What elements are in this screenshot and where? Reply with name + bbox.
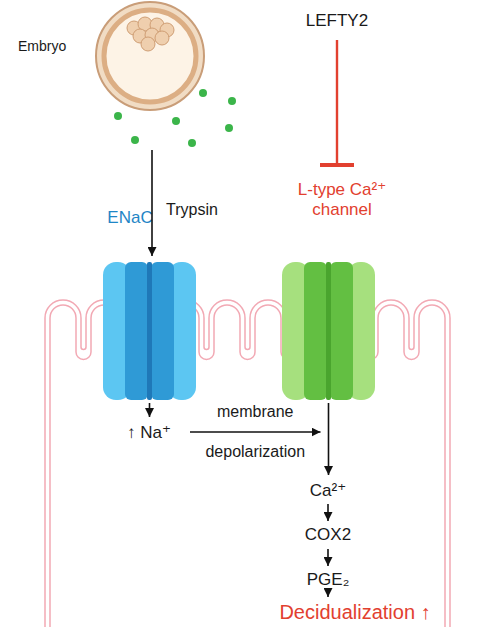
flow-arrow xyxy=(327,504,329,521)
trypsin-dot xyxy=(228,97,236,105)
mediator-label: PGE₂ xyxy=(293,568,363,592)
node-text: PGE₂ xyxy=(307,570,350,590)
channel-subunit xyxy=(304,262,327,400)
node-text: Decidualization ↑ xyxy=(279,601,430,624)
channel-subunit xyxy=(326,262,331,400)
channel-subunit xyxy=(151,262,174,400)
channel-subunit xyxy=(147,262,152,400)
trophectoderm xyxy=(104,10,196,102)
embryo-illustration: Embryo xyxy=(94,0,206,112)
zona-pellucida xyxy=(96,2,204,110)
ion-label: ↑ Na⁺ xyxy=(114,420,184,444)
channel-subunit xyxy=(330,262,353,400)
node-heading: ENaC xyxy=(105,208,155,228)
edge-label: membrane depolarization xyxy=(199,392,311,472)
enac-channel: ENaC xyxy=(103,262,196,400)
trypsin-dot xyxy=(188,139,196,147)
flow-arrow xyxy=(149,403,151,417)
node-text: COX2 xyxy=(305,525,351,545)
node-text: Ca²⁺ xyxy=(310,480,346,501)
enac-channel-outline xyxy=(103,262,196,400)
trypsin-dot xyxy=(131,136,139,144)
node-text: ↑ Na⁺ xyxy=(127,422,171,443)
enzyme-label: COX2 xyxy=(288,523,368,547)
node-text: LEFTY2 xyxy=(306,11,368,31)
flow-arrow xyxy=(190,431,321,433)
flow-arrow xyxy=(327,549,329,566)
embryo-illustration-outline xyxy=(94,0,206,112)
flow-arrow xyxy=(151,150,153,256)
trypsin-dot xyxy=(114,112,122,120)
flow-arrow xyxy=(328,403,330,475)
node-heading: Embryo xyxy=(18,38,88,55)
ion-label: Ca²⁺ xyxy=(293,478,363,502)
calcium-channel-outline xyxy=(282,262,375,400)
inner-cell-mass xyxy=(155,31,169,45)
outcome-label: Decidualization ↑ xyxy=(235,599,475,625)
inner-cell-mass xyxy=(141,37,155,51)
flow-arrow xyxy=(327,594,329,597)
trypsin-dot xyxy=(172,117,180,125)
edge-label: Trypsin xyxy=(166,201,218,219)
channel-subunit xyxy=(125,262,148,400)
trypsin-dot xyxy=(225,124,233,132)
trypsin-dot xyxy=(199,89,207,97)
calcium-channel: L-type Ca²⁺ channel xyxy=(282,262,375,400)
inhibition-line xyxy=(336,40,338,165)
node-heading: L-type Ca²⁺ channel xyxy=(272,180,412,221)
factor-label: LEFTY2 xyxy=(292,8,382,34)
